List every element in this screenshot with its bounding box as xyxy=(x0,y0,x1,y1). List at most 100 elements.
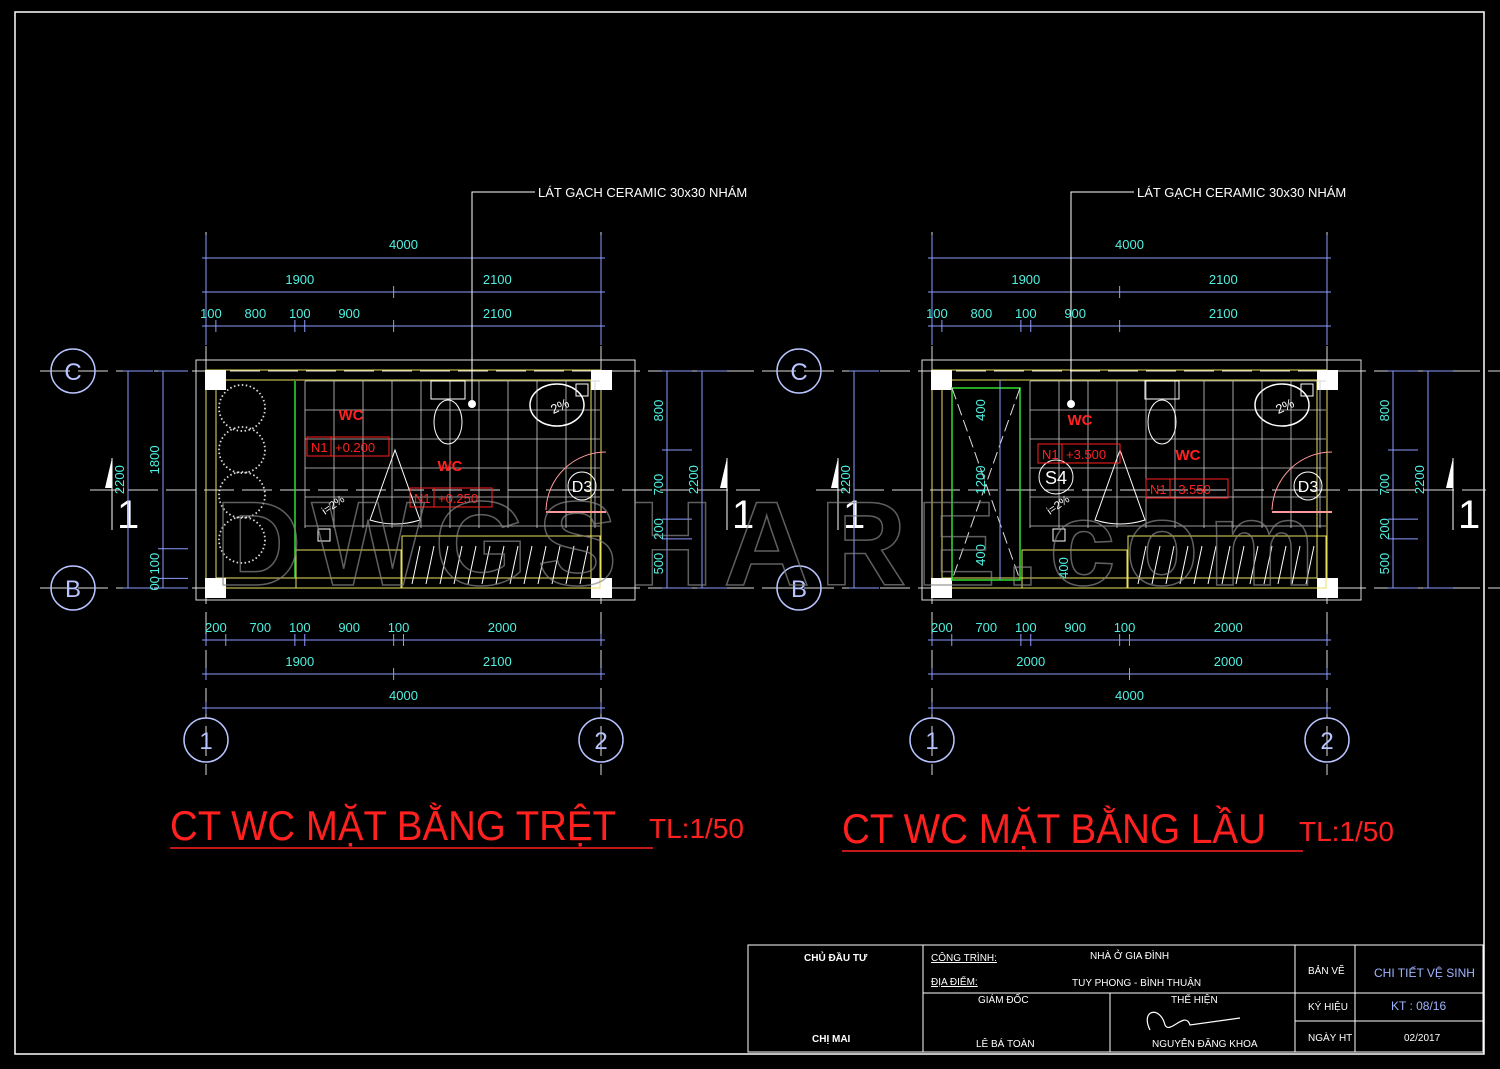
grid-bubble xyxy=(909,717,955,763)
top-dimension-text: 2100 xyxy=(1209,306,1238,321)
grate-hatch xyxy=(1291,545,1301,585)
plan-scale: TL:1/50 xyxy=(1299,816,1394,847)
floor-level: -3.550 xyxy=(1174,482,1211,497)
left-dimension-text: 100 xyxy=(147,553,162,575)
drawer-label: THỂ HIỆN xyxy=(1171,993,1218,1006)
door-tag: D3 xyxy=(1298,479,1319,496)
section-label: 1 xyxy=(1458,493,1480,537)
drain-icon xyxy=(575,383,589,397)
wall-inner xyxy=(215,379,592,579)
grate-hatch xyxy=(1221,545,1231,585)
top-dimension-text: 900 xyxy=(1064,306,1086,321)
sink-icon xyxy=(1254,383,1310,427)
right-dimension-text: 2200 xyxy=(686,465,701,494)
bottom-dimension-text: 2000 xyxy=(1214,620,1243,635)
leader-dot xyxy=(468,400,476,408)
bottom-dimension-text: 100 xyxy=(388,620,410,635)
top-dimension-text: 2100 xyxy=(483,306,512,321)
bench xyxy=(401,535,601,589)
sink-icon xyxy=(529,383,585,427)
grate-hatch xyxy=(1165,545,1175,585)
leader-line xyxy=(1070,191,1134,404)
plant-icon xyxy=(218,516,266,564)
grid-bubble xyxy=(50,348,96,394)
shower-tag: S4 xyxy=(1045,468,1067,488)
shower-area xyxy=(951,387,1021,581)
grid-row-label: C xyxy=(64,359,81,386)
section-arrow-icon xyxy=(831,458,838,488)
top-dimension-text: 100 xyxy=(926,306,948,321)
grate-hatch xyxy=(495,545,505,585)
right-dimension-text: 800 xyxy=(651,400,666,422)
dimension-text: 400 xyxy=(1056,557,1071,579)
grate-hatch xyxy=(1137,545,1147,585)
shower-head-icon xyxy=(369,448,421,525)
plant-icon xyxy=(218,384,266,432)
title-block xyxy=(747,944,1484,1053)
signature xyxy=(1146,1011,1241,1031)
top-dimension-text: 100 xyxy=(1015,306,1037,321)
room-name: WC xyxy=(438,458,463,475)
floor-code: N1 xyxy=(1042,447,1059,462)
top-dimension-text: 2100 xyxy=(1209,272,1238,287)
wall-inner xyxy=(941,379,1318,579)
floor-drain-icon xyxy=(317,528,331,542)
owner-name: CHỊ MAI xyxy=(812,1034,851,1045)
leader-dot xyxy=(1067,400,1075,408)
column xyxy=(1317,578,1338,598)
grate-hatch xyxy=(1277,545,1287,585)
bottom-dimension-text: 700 xyxy=(249,620,271,635)
room-name: WC xyxy=(1176,447,1201,464)
grate-hatch xyxy=(1207,545,1217,585)
material-note: LÁT GẠCH CERAMIC 30x30 NHÁM xyxy=(1137,185,1346,200)
toilet-tank-icon xyxy=(1144,380,1180,400)
room-name: WC xyxy=(1068,412,1093,429)
location-label: ĐỊA ĐIỂM: xyxy=(931,975,978,988)
toilet-bowl-icon xyxy=(433,399,463,445)
bottom-dimension-text: 700 xyxy=(975,620,997,635)
floor-code: N1 xyxy=(414,491,431,506)
grid-bubble xyxy=(578,717,624,763)
bottom-dimension-text: 1900 xyxy=(285,654,314,669)
top-dimension-text: 4000 xyxy=(1115,237,1144,252)
grid-row-label: B xyxy=(791,576,807,603)
grate-hatch xyxy=(481,545,491,585)
bottom-dimension-text: 4000 xyxy=(1115,688,1144,703)
floor-code: N1 xyxy=(311,440,328,455)
right-dimension-text: 700 xyxy=(651,474,666,496)
shower-dimension-text: 1200 xyxy=(973,466,988,495)
grate-hatch xyxy=(1151,545,1161,585)
bench xyxy=(1127,535,1327,589)
right-dimension-text: 500 xyxy=(651,553,666,575)
right-dimension-text: 700 xyxy=(1377,474,1392,496)
director-name: LÊ BÁ TOÀN xyxy=(976,1037,1035,1050)
column xyxy=(931,578,952,598)
floor-code: N1 xyxy=(1150,482,1167,497)
date-label: NGÀY HT xyxy=(1308,1031,1352,1044)
plant-icon xyxy=(218,471,266,519)
section-arrow-icon xyxy=(105,458,112,488)
bottom-dimension-text: 100 xyxy=(289,620,311,635)
grid-col-label: 1 xyxy=(199,728,212,755)
left-dimension-text: 2200 xyxy=(838,465,853,494)
column xyxy=(591,370,612,390)
grid-col-label: 2 xyxy=(1320,728,1333,755)
right-dimension-text: 500 xyxy=(1377,553,1392,575)
right-dimension-text: 200 xyxy=(651,518,666,540)
grate-hatch xyxy=(411,545,421,585)
door-swing-icon xyxy=(545,451,607,511)
grate-hatch xyxy=(425,545,435,585)
bottom-dimension-text: 200 xyxy=(931,620,953,635)
sheet-label: BẢN VẼ xyxy=(1308,964,1345,977)
bottom-dimension-text: 900 xyxy=(338,620,360,635)
floor-level: +3.500 xyxy=(1066,447,1106,462)
top-dimension-text: 1900 xyxy=(285,272,314,287)
top-dimension-text: 1900 xyxy=(1011,272,1040,287)
step xyxy=(295,549,402,589)
bottom-dimension-text: 2000 xyxy=(488,620,517,635)
column xyxy=(205,578,226,598)
